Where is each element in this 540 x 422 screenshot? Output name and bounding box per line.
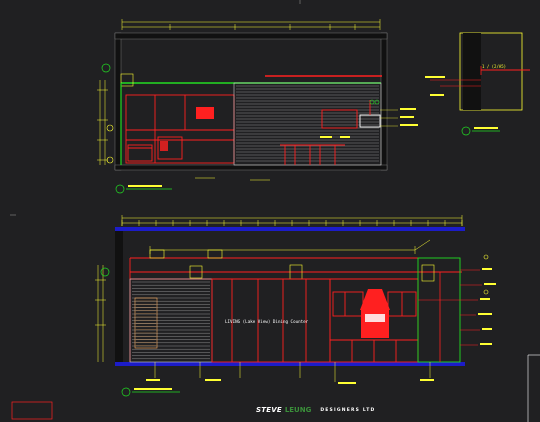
upper-floor xyxy=(114,164,388,171)
company-title-block: STEVE LEUNG DESIGNERS LTD xyxy=(256,405,375,415)
company-brand: STEVE xyxy=(256,406,282,414)
upper-dining-set xyxy=(280,100,381,165)
lower-slatted-panel xyxy=(129,278,213,363)
upper-dimension-left xyxy=(97,80,108,165)
upper-slatted-panel xyxy=(233,82,382,166)
section-detail: 1 / (2/A5) xyxy=(425,32,530,136)
company-tagline: DESIGNERS LTD xyxy=(320,407,376,413)
lower-tall-unit xyxy=(417,257,461,363)
lower-left-wall xyxy=(115,231,123,362)
lower-floor-slab xyxy=(115,362,465,366)
upper-elevation xyxy=(97,19,418,194)
upper-title-marker xyxy=(115,184,125,194)
lower-elevation: LIVING (Lake View) Dining Counter xyxy=(95,215,496,397)
lower-door-panels xyxy=(211,278,331,363)
lower-title-marker xyxy=(121,387,131,397)
upper-left-wall xyxy=(114,32,122,171)
upper-kitchen-cabinets xyxy=(125,94,235,164)
upper-right-wall xyxy=(380,32,388,171)
section-callout-label: 1 / (2/A5) xyxy=(482,64,506,69)
upper-ceiling xyxy=(114,32,388,40)
range-hood xyxy=(360,289,390,310)
sheet-frame xyxy=(10,0,540,422)
lower-ceiling-slab xyxy=(115,227,465,231)
upper-oven xyxy=(196,107,214,119)
upper-dimension-top xyxy=(121,19,381,30)
lower-room-label: LIVING (Lake View) Dining Counter xyxy=(225,319,309,324)
upper-level-marker xyxy=(101,63,111,73)
company-brand-suffix: LEUNG xyxy=(284,406,312,414)
